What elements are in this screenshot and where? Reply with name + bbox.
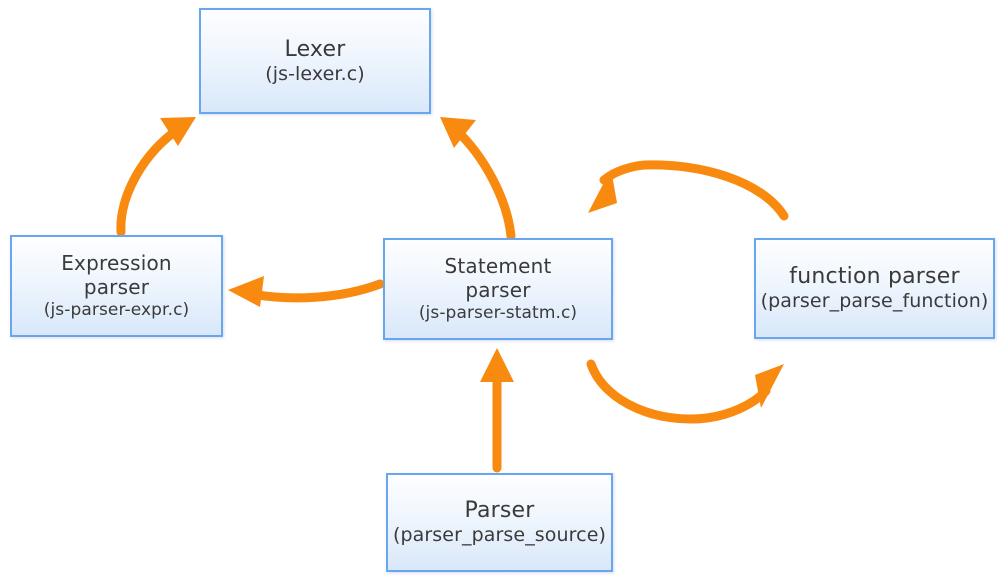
node-function-parser-title: function parser [789,264,960,290]
node-lexer-subtitle: (js-lexer.c) [265,62,365,85]
node-statement-parser-title-line1: Statement [444,254,552,279]
node-statement-parser[interactable]: Statement parser (js-parser-statm.c) [383,238,613,340]
edge-expression-parser-to-lexer [116,117,196,237]
node-parser-title: Parser [464,498,535,524]
node-function-parser[interactable]: function parser (parser_parse_function) [754,238,995,339]
node-parser[interactable]: Parser (parser_parse_source) [386,473,613,572]
node-expression-parser-subtitle: (js-parser-expr.c) [43,299,190,320]
node-statement-parser-subtitle: (js-parser-statm.c) [418,302,578,323]
node-function-parser-subtitle: (parser_parse_function) [760,290,989,313]
edge-function-parser-to-statement-parser [588,160,789,221]
edge-statement-parser-to-function-parser [586,359,784,424]
edge-statement-parser-to-expression-parser [228,276,385,307]
node-expression-parser[interactable]: Expression parser (js-parser-expr.c) [10,235,223,337]
node-statement-parser-title-line2: parser [465,277,531,302]
node-parser-subtitle: (parser_parse_source) [392,524,607,547]
node-lexer[interactable]: Lexer (js-lexer.c) [199,8,431,114]
node-expression-parser-title-line2: parser [83,274,150,299]
node-lexer-title: Lexer [284,36,346,62]
edge-statement-parser-to-lexer [440,117,516,241]
edge-parser-to-statement-parser [480,348,514,473]
node-expression-parser-title-line1: Expression [61,251,172,276]
